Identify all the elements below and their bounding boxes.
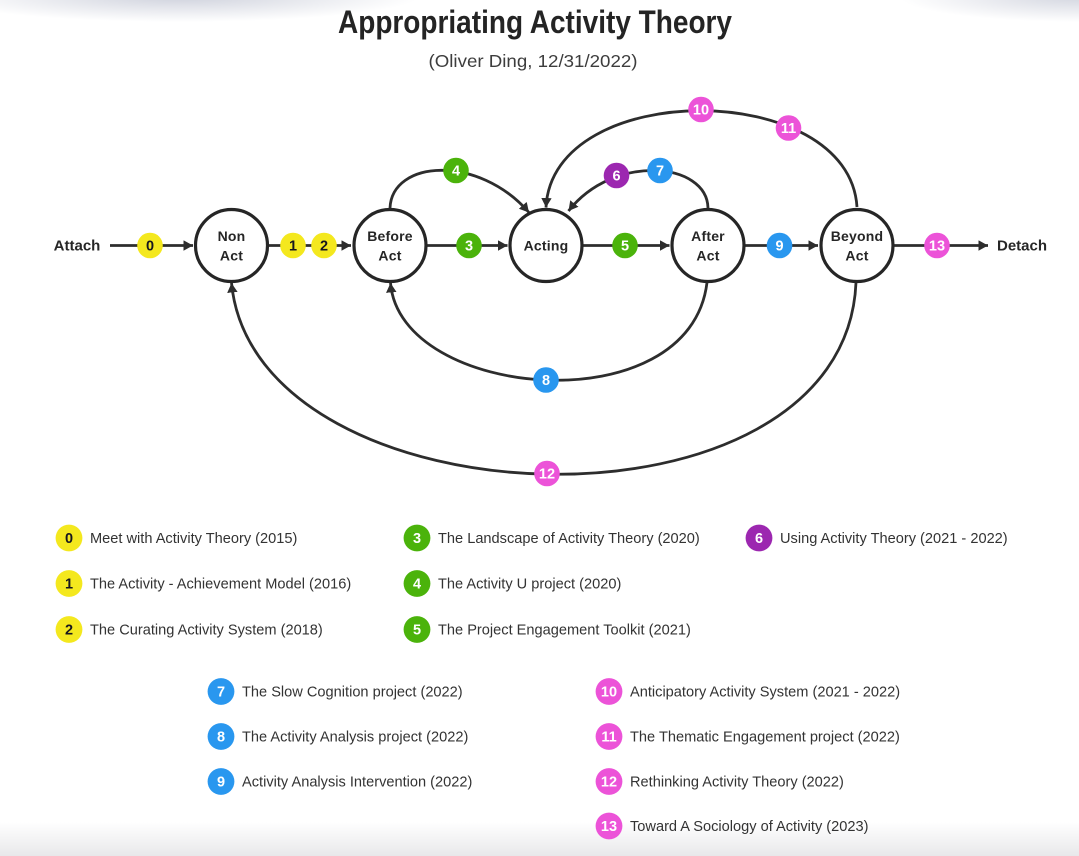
- svg-text:Attach: Attach: [54, 238, 101, 255]
- svg-text:7: 7: [656, 164, 664, 180]
- svg-text:The Activity U project (2020): The Activity U project (2020): [438, 577, 621, 593]
- svg-text:Appropriating Activity Theory: Appropriating Activity Theory: [338, 4, 732, 40]
- svg-text:2: 2: [320, 239, 328, 255]
- svg-text:9: 9: [775, 239, 783, 255]
- svg-text:7: 7: [217, 685, 225, 701]
- svg-text:5: 5: [413, 623, 421, 639]
- svg-text:Act: Act: [845, 248, 868, 264]
- svg-text:3: 3: [465, 239, 473, 255]
- svg-text:2: 2: [65, 623, 73, 639]
- svg-text:0: 0: [146, 239, 154, 255]
- svg-text:The Project Engagement Toolkit: The Project Engagement Toolkit (2021): [438, 623, 691, 639]
- svg-text:Non: Non: [218, 228, 246, 244]
- svg-text:4: 4: [452, 164, 460, 180]
- svg-text:6: 6: [755, 531, 763, 547]
- svg-text:Meet with Activity Theory (201: Meet with Activity Theory (2015): [90, 531, 297, 547]
- svg-text:6: 6: [612, 169, 620, 185]
- svg-text:11: 11: [781, 121, 796, 137]
- svg-text:12: 12: [539, 467, 555, 483]
- svg-text:Activity Analysis Intervention: Activity Analysis Intervention (2022): [242, 775, 472, 791]
- svg-text:Act: Act: [696, 248, 719, 264]
- svg-text:0: 0: [65, 531, 73, 547]
- svg-text:Detach: Detach: [997, 238, 1047, 255]
- svg-text:8: 8: [217, 730, 225, 746]
- svg-text:The Thematic Engagement projec: The Thematic Engagement project (2022): [630, 730, 900, 746]
- svg-text:Rethinking Activity Theory (20: Rethinking Activity Theory (2022): [630, 775, 844, 791]
- svg-text:10: 10: [601, 685, 617, 701]
- svg-text:Using Activity Theory (2021 -: Using Activity Theory (2021 - 2022): [780, 531, 1008, 547]
- svg-text:The Curating Activity System (: The Curating Activity System (2018): [90, 623, 323, 639]
- svg-text:The Activity - Achievement Mod: The Activity - Achievement Model (2016): [90, 577, 351, 593]
- svg-text:9: 9: [217, 775, 225, 791]
- svg-text:12: 12: [601, 775, 617, 791]
- svg-text:1: 1: [65, 577, 73, 593]
- svg-text:Acting: Acting: [524, 237, 569, 253]
- svg-text:13: 13: [929, 239, 945, 255]
- svg-text:3: 3: [413, 531, 421, 547]
- svg-text:(Oliver Ding, 12/31/2022): (Oliver Ding, 12/31/2022): [429, 51, 638, 71]
- svg-text:13: 13: [601, 819, 617, 835]
- svg-text:Before: Before: [367, 228, 413, 244]
- svg-text:The Slow Cognition project (20: The Slow Cognition project (2022): [242, 685, 463, 701]
- svg-text:The Activity Analysis project: The Activity Analysis project (2022): [242, 730, 468, 746]
- svg-text:10: 10: [693, 103, 709, 119]
- svg-text:The Landscape of Activity Theo: The Landscape of Activity Theory (2020): [438, 531, 700, 547]
- svg-text:8: 8: [542, 373, 550, 389]
- svg-text:1: 1: [289, 239, 297, 255]
- svg-text:4: 4: [413, 577, 421, 593]
- svg-text:Anticipatory Activity System (: Anticipatory Activity System (2021 - 202…: [630, 685, 900, 701]
- svg-text:After: After: [691, 228, 725, 244]
- svg-text:Act: Act: [378, 248, 401, 264]
- svg-text:5: 5: [621, 239, 629, 255]
- svg-text:Toward A Sociology of Activity: Toward A Sociology of Activity (2023): [630, 819, 869, 835]
- svg-text:Act: Act: [220, 248, 243, 264]
- svg-text:Beyond: Beyond: [831, 228, 884, 244]
- svg-text:11: 11: [601, 730, 616, 746]
